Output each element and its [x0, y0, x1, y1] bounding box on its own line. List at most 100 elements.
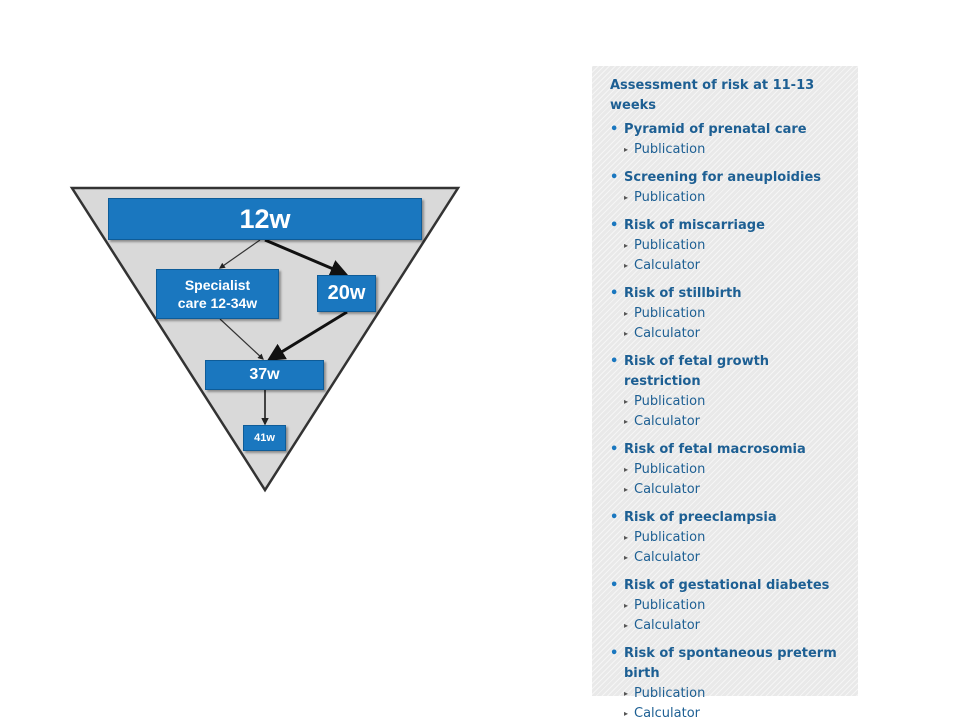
- triangle-right-icon: ▸: [624, 397, 629, 406]
- triangle-right-icon: ▸: [624, 417, 629, 426]
- triangle-right-icon: ▸: [624, 261, 629, 270]
- link-publication[interactable]: ▸ Publication: [610, 188, 848, 208]
- link-publication[interactable]: ▸ Publication: [610, 684, 848, 704]
- link-calculator[interactable]: ▸ Calculator: [610, 704, 848, 724]
- triangle-right-icon: ▸: [624, 533, 629, 542]
- arrow-12w-to-20w: [264, 238, 349, 277]
- link-calculator[interactable]: ▸ Calculator: [610, 616, 848, 636]
- link-label: Calculator: [634, 550, 701, 565]
- triangle-right-icon: ▸: [624, 193, 629, 202]
- bullet-icon: •: [610, 442, 619, 457]
- link-label: Calculator: [634, 706, 701, 721]
- group-label: Risk of fetal growth restriction: [624, 354, 770, 389]
- box-12w: 12w: [108, 198, 422, 240]
- box-specialist-care: Specialist care 12-34w: [156, 269, 279, 319]
- triangle-right-icon: ▸: [624, 241, 629, 250]
- link-label: Publication: [634, 238, 706, 253]
- list-item-gestational-diabetes: • Risk of gestational diabetes ▸ Publica…: [610, 576, 848, 636]
- link-screening-for-aneuploidies[interactable]: • Screening for aneuploidies: [610, 168, 848, 188]
- bullet-icon: •: [610, 122, 619, 137]
- triangle-right-icon: ▸: [624, 689, 629, 698]
- pyramid-graphic: [69, 186, 461, 493]
- arrow-20w-to-37w: [266, 310, 348, 361]
- link-label: Publication: [634, 462, 706, 477]
- link-publication[interactable]: ▸ Publication: [610, 236, 848, 256]
- arrow-specialist-to-37w: [219, 318, 264, 360]
- group-label: Risk of fetal macrosomia: [624, 442, 806, 457]
- link-label: Calculator: [634, 482, 701, 497]
- group-label: Risk of spontaneous preterm birth: [624, 646, 837, 681]
- link-risk-of-spontaneous-preterm-birth[interactable]: • Risk of spontaneous preterm birth: [610, 644, 848, 684]
- box-specialist-line-1: Specialist: [184, 277, 251, 293]
- link-calculator[interactable]: ▸ Calculator: [610, 480, 848, 500]
- triangle-right-icon: ▸: [624, 329, 629, 338]
- list-item-pyramid: • Pyramid of prenatal care ▸ Publication: [610, 120, 848, 160]
- link-publication[interactable]: ▸ Publication: [610, 304, 848, 324]
- link-risk-of-fetal-growth-restriction[interactable]: • Risk of fetal growth restriction: [610, 352, 848, 392]
- box-41w: 41w: [243, 425, 286, 451]
- bullet-icon: •: [610, 510, 619, 525]
- triangle-right-icon: ▸: [624, 621, 629, 630]
- link-publication[interactable]: ▸ Publication: [610, 460, 848, 480]
- link-risk-of-fetal-macrosomia[interactable]: • Risk of fetal macrosomia: [610, 440, 848, 460]
- bullet-icon: •: [610, 286, 619, 301]
- link-label: Publication: [634, 598, 706, 613]
- triangle-right-icon: ▸: [624, 709, 629, 718]
- list-item-stillbirth: • Risk of stillbirth ▸ Publication ▸ Cal…: [610, 284, 848, 344]
- triangle-right-icon: ▸: [624, 485, 629, 494]
- risk-assessment-sidebar: Assessment of risk at 11-13 weeks • Pyra…: [592, 66, 858, 721]
- group-label: Risk of gestational diabetes: [624, 578, 830, 593]
- pyramid-triangle: [69, 186, 461, 493]
- link-label: Calculator: [634, 326, 701, 341]
- link-risk-of-preeclampsia[interactable]: • Risk of preeclampsia: [610, 508, 848, 528]
- link-label: Publication: [634, 394, 706, 409]
- list-item-preeclampsia: • Risk of preeclampsia ▸ Publication ▸ C…: [610, 508, 848, 568]
- link-publication[interactable]: ▸ Publication: [610, 596, 848, 616]
- link-risk-of-stillbirth[interactable]: • Risk of stillbirth: [610, 284, 848, 304]
- triangle-right-icon: ▸: [624, 601, 629, 610]
- link-label: Publication: [634, 530, 706, 545]
- arrow-12w-to-specialist: [219, 239, 261, 269]
- link-publication[interactable]: ▸ Publication: [610, 392, 848, 412]
- link-calculator[interactable]: ▸ Calculator: [610, 412, 848, 432]
- link-label: Calculator: [634, 414, 701, 429]
- list-item-fetal-macrosomia: • Risk of fetal macrosomia ▸ Publication…: [610, 440, 848, 500]
- bullet-icon: •: [610, 578, 619, 593]
- group-label: Pyramid of prenatal care: [624, 122, 807, 137]
- link-label: Calculator: [634, 618, 701, 633]
- group-label: Risk of stillbirth: [624, 286, 742, 301]
- bullet-icon: •: [610, 218, 619, 233]
- triangle-right-icon: ▸: [624, 145, 629, 154]
- link-calculator[interactable]: ▸ Calculator: [610, 256, 848, 276]
- link-risk-of-miscarriage[interactable]: • Risk of miscarriage: [610, 216, 848, 236]
- sidebar-title[interactable]: Assessment of risk at 11-13 weeks: [610, 78, 815, 113]
- bullet-icon: •: [610, 170, 619, 185]
- pyramid-of-prenatal-care-diagram: 12w Specialist care 12-34w 20w 37w 41w: [60, 180, 470, 500]
- triangle-right-icon: ▸: [624, 553, 629, 562]
- link-risk-of-gestational-diabetes[interactable]: • Risk of gestational diabetes: [610, 576, 848, 596]
- link-label: Publication: [634, 686, 706, 701]
- box-20w: 20w: [317, 275, 376, 312]
- link-publication[interactable]: ▸ Publication: [610, 528, 848, 548]
- link-label: Publication: [634, 306, 706, 321]
- triangle-right-icon: ▸: [624, 309, 629, 318]
- list-item-spontaneous-preterm-birth: • Risk of spontaneous preterm birth ▸ Pu…: [610, 644, 848, 724]
- list-item-fetal-growth-restriction: • Risk of fetal growth restriction ▸ Pub…: [610, 352, 848, 432]
- list-item-miscarriage: • Risk of miscarriage ▸ Publication ▸ Ca…: [610, 216, 848, 276]
- box-specialist-line-2: care 12-34w: [177, 295, 258, 311]
- bullet-icon: •: [610, 354, 619, 369]
- group-label: Risk of preeclampsia: [624, 510, 777, 525]
- link-calculator[interactable]: ▸ Calculator: [610, 324, 848, 344]
- link-label: Publication: [634, 142, 706, 157]
- box-37w: 37w: [205, 360, 324, 390]
- link-label: Publication: [634, 190, 706, 205]
- link-pyramid-of-prenatal-care[interactable]: • Pyramid of prenatal care: [610, 120, 848, 140]
- link-calculator[interactable]: ▸ Calculator: [610, 548, 848, 568]
- link-publication[interactable]: ▸ Publication: [610, 140, 848, 160]
- link-label: Calculator: [634, 258, 701, 273]
- group-label: Screening for aneuploidies: [624, 170, 821, 185]
- bullet-icon: •: [610, 646, 619, 661]
- triangle-right-icon: ▸: [624, 465, 629, 474]
- group-label: Risk of miscarriage: [624, 218, 765, 233]
- list-item-aneuploidies: • Screening for aneuploidies ▸ Publicati…: [610, 168, 848, 208]
